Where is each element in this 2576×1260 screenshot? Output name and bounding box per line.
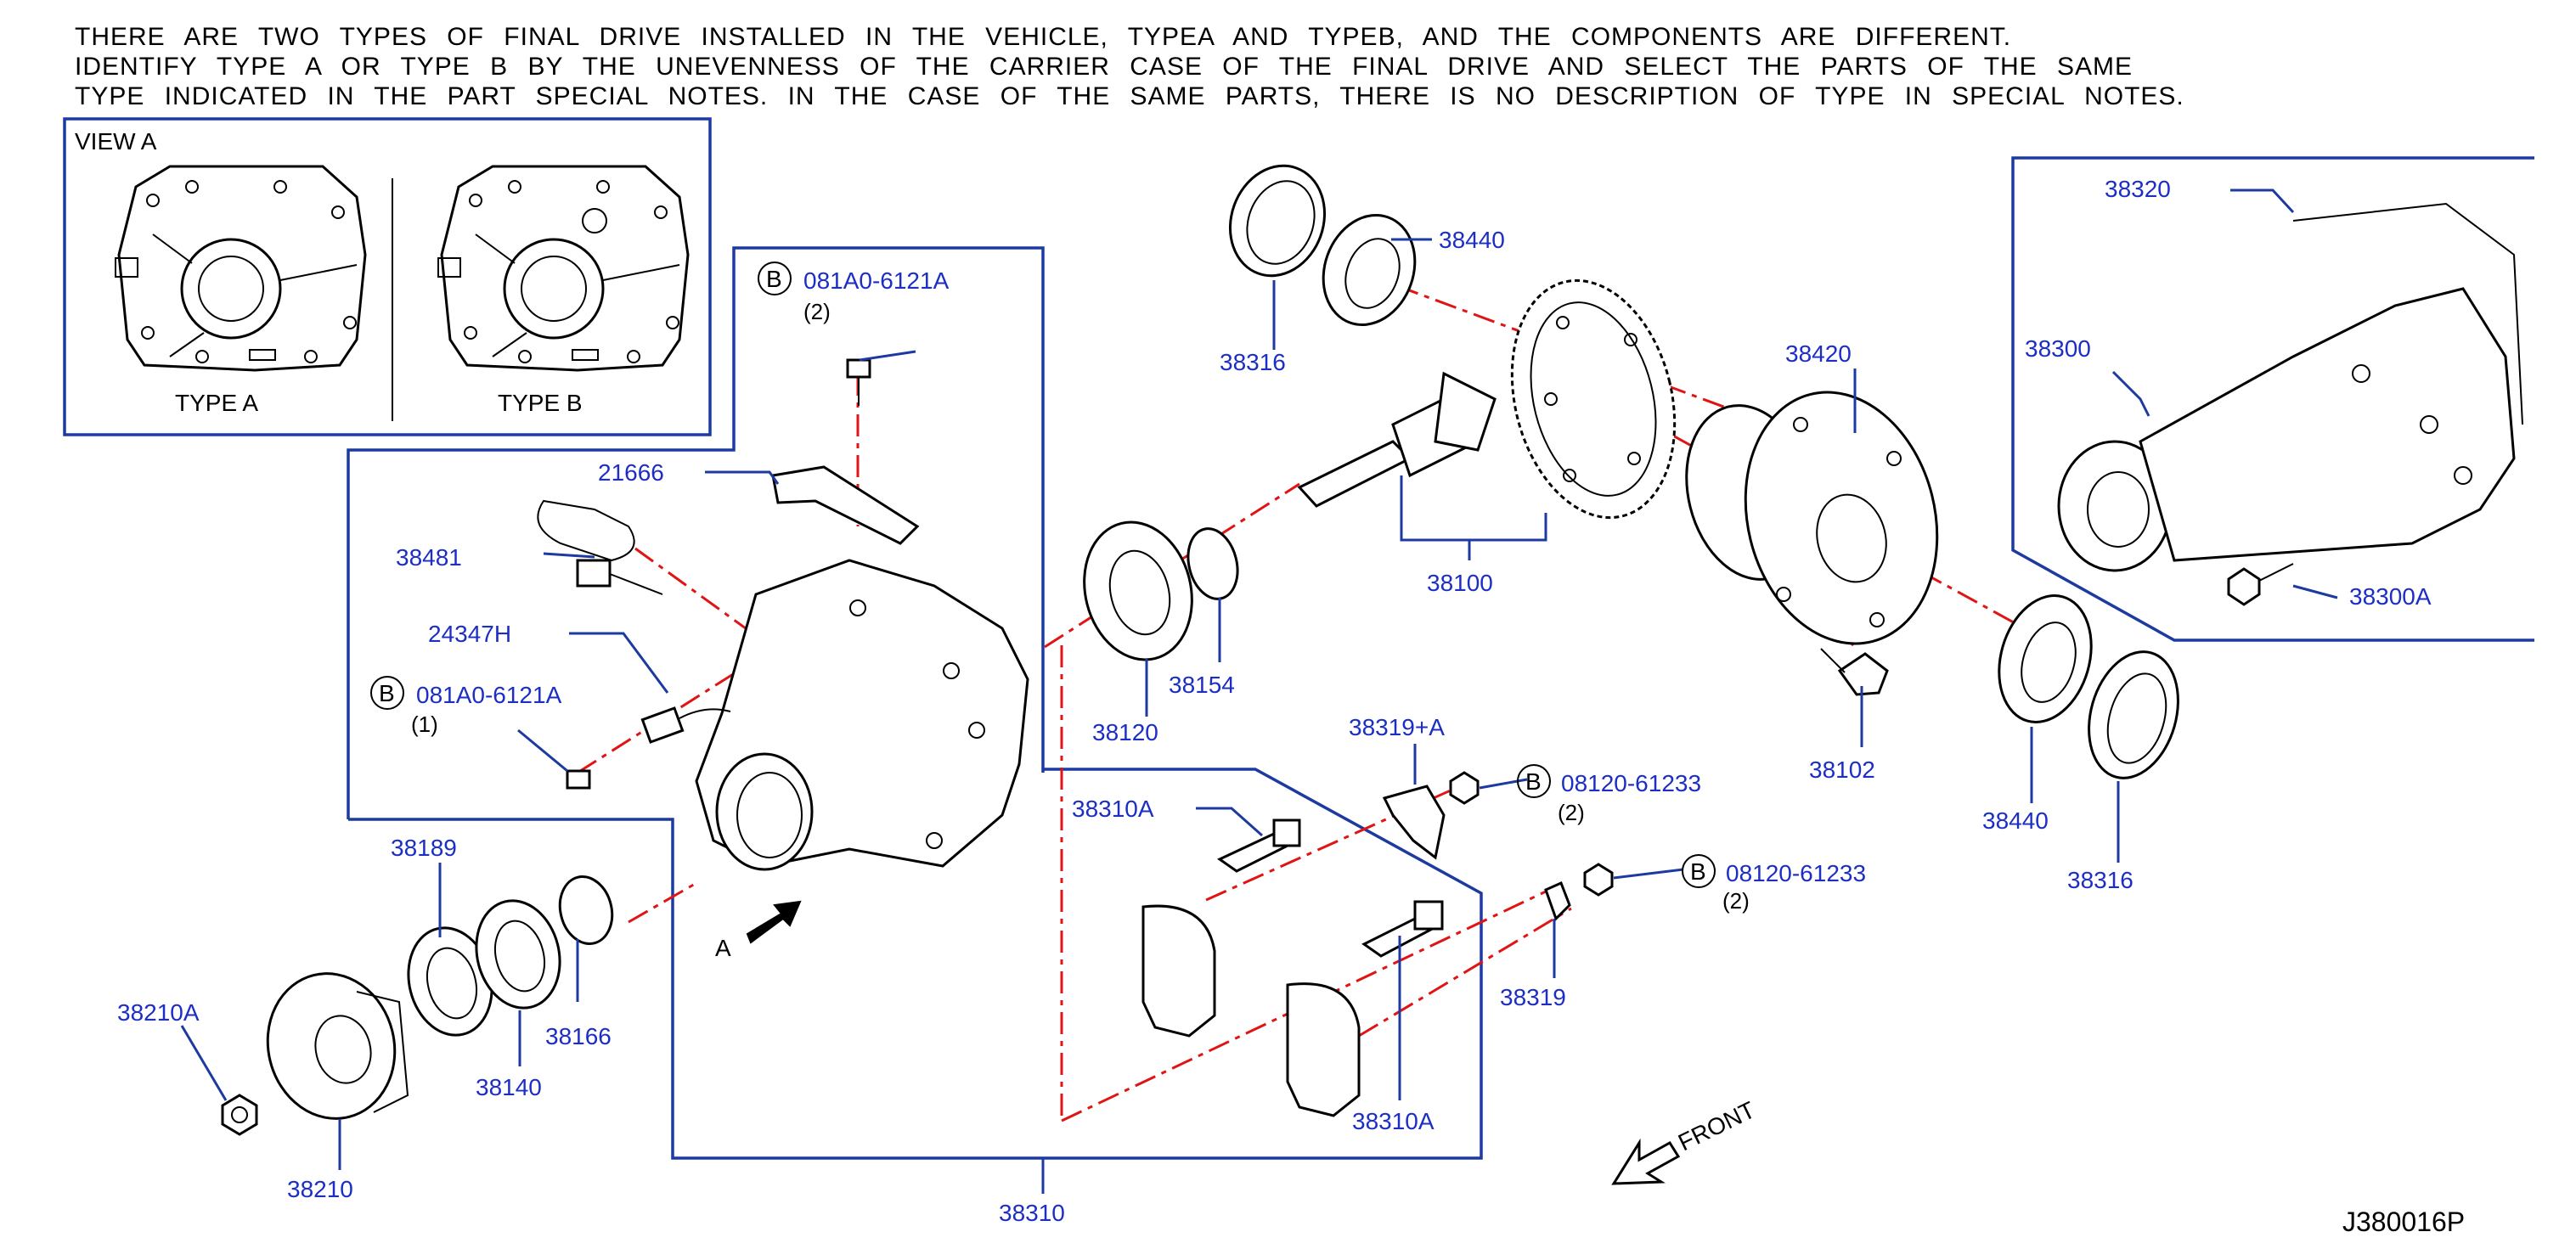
final-drive-carrier-case (695, 559, 1029, 871)
view-a-title: VIEW A (75, 128, 157, 155)
part-label-38316-top[interactable]: 38316 (1220, 349, 1286, 375)
bolt-38310a-upper (1217, 818, 1301, 873)
type-b-cover-illustration (437, 165, 690, 372)
part-label-38319-a[interactable]: 38319+A (1349, 714, 1445, 740)
view-a-arrow: A (715, 900, 802, 961)
bracket-38319 (1544, 880, 1571, 921)
sensor-24347h (640, 706, 731, 744)
bolt-38310a-lower (1361, 900, 1444, 958)
part-label-21666[interactable]: 21666 (598, 459, 664, 486)
ring-gear-38100 (1510, 278, 1677, 520)
part-label-38320[interactable]: 38320 (2105, 176, 2171, 202)
circle-b-letter: B (1690, 858, 1706, 885)
bolt-qty-low: (2) (1722, 888, 1750, 914)
part-label-38166[interactable]: 38166 (545, 1023, 612, 1049)
type-b-label: TYPE B (498, 390, 583, 416)
note-line-1: THERE ARE TWO TYPES OF FINAL DRIVE INSTA… (75, 23, 2012, 51)
part-labels: 38320 38300 38300A 38440 38316 38420 381… (117, 176, 2432, 1226)
part-label-38319[interactable]: 38319 (1500, 984, 1566, 1010)
bolt-code-top[interactable]: 081A0-6121A (803, 267, 950, 294)
bolt-08120-upper (1449, 771, 1480, 805)
part-label-38300a[interactable]: 38300A (2349, 583, 2432, 610)
part-label-38420[interactable]: 38420 (1785, 340, 1852, 367)
bolt-38102 (1820, 648, 1889, 696)
part-label-38210[interactable]: 38210 (287, 1176, 353, 1202)
part-label-38310[interactable]: 38310 (999, 1200, 1065, 1226)
bearing-cap-upper (1141, 904, 1216, 1038)
circle-b-letter: B (766, 266, 782, 292)
collapsible-spacer-38166 (558, 875, 614, 945)
bolt-code-mid[interactable]: 08120-61233 (1561, 770, 1701, 796)
drawing-id: J380016P (2342, 1207, 2465, 1237)
assembly-view-frame (2011, 156, 2534, 642)
part-label-38102[interactable]: 38102 (1809, 757, 1875, 783)
part-label-38140[interactable]: 38140 (476, 1074, 542, 1100)
drive-pinion (1297, 371, 1497, 508)
note-line-2: IDENTIFY TYPE A OR TYPE B BY THE UNEVENN… (75, 53, 2134, 81)
circle-b-left: B (370, 676, 404, 710)
bearing-38440-right (1998, 594, 2093, 723)
companion-flange-38210 (266, 972, 409, 1120)
front-arrow: FRONT (1611, 1096, 1759, 1185)
circle-b-top: B (758, 262, 792, 295)
type-a-label: TYPE A (175, 390, 258, 416)
special-notes: THERE ARE TWO TYPES OF FINAL DRIVE INSTA… (75, 22, 2283, 111)
part-label-38189[interactable]: 38189 (391, 835, 457, 861)
bearing-cap-lower (1286, 982, 1361, 1117)
note-line-3: TYPE INDICATED IN THE PART SPECIAL NOTES… (75, 82, 2184, 110)
view-a-arrow-label: A (715, 935, 731, 961)
bolt-08120-lower (1583, 863, 1614, 897)
bracket-38319a (1382, 785, 1446, 860)
circle-b-letter: B (1525, 768, 1542, 795)
front-label: FRONT (1674, 1096, 1759, 1156)
bolt-code-low[interactable]: 08120-61233 (1726, 860, 1866, 886)
part-label-38440-top[interactable]: 38440 (1439, 227, 1505, 253)
bolt-38300a (2227, 563, 2294, 606)
part-label-38481[interactable]: 38481 (396, 544, 462, 571)
circle-b-mid: B (1517, 764, 1551, 798)
bolt-qty-left: (1) (411, 712, 438, 737)
bracket-21666 (771, 465, 920, 545)
part-label-38210a[interactable]: 38210A (117, 999, 200, 1026)
harness-38481 (537, 499, 663, 595)
bolt-qty-mid: (2) (1558, 800, 1585, 825)
view-a-frame (63, 117, 712, 436)
part-label-38310a-lower[interactable]: 38310A (1352, 1108, 1435, 1134)
part-label-38154[interactable]: 38154 (1169, 672, 1235, 698)
bolt-081a0-left (566, 769, 591, 790)
circle-b-low: B (1682, 854, 1716, 888)
part-label-38300[interactable]: 38300 (2025, 335, 2091, 362)
part-label-38316-right[interactable]: 38316 (2067, 867, 2134, 893)
part-label-38120[interactable]: 38120 (1092, 719, 1158, 745)
bolt-labels: 081A0-6121A (2) 081A0-6121A (1) 08120-61… (411, 267, 1866, 914)
shim-38154 (1187, 527, 1239, 600)
bearing-38120 (1083, 520, 1193, 661)
leader-lines (180, 188, 2338, 1170)
part-label-24347h[interactable]: 24347H (428, 621, 511, 647)
part-label-38100[interactable]: 38100 (1427, 570, 1493, 596)
view-a-box: VIEW A TYPE A (63, 117, 712, 436)
bolt-081a0-top (846, 358, 871, 406)
circle-b-letter: B (379, 680, 395, 706)
bolt-code-left[interactable]: 081A0-6121A (416, 682, 562, 708)
carrier-group-frame (347, 246, 1045, 819)
type-a-cover-illustration (115, 165, 367, 372)
diff-case-38420 (1685, 391, 1939, 645)
seal-38316-right (2088, 650, 2179, 779)
final-drive-assembly-38300 (2057, 202, 2523, 572)
bolt-qty-top: (2) (803, 299, 831, 324)
seal-38316-top (1228, 164, 1327, 278)
nut-38210a (221, 1094, 258, 1136)
bearing-38140 (475, 899, 561, 1010)
caliper-group-frame (348, 768, 1483, 1160)
part-label-38310a-upper[interactable]: 38310A (1072, 796, 1154, 822)
part-label-38440-right[interactable]: 38440 (1982, 807, 2049, 834)
bearing-38440-top (1322, 213, 1417, 327)
